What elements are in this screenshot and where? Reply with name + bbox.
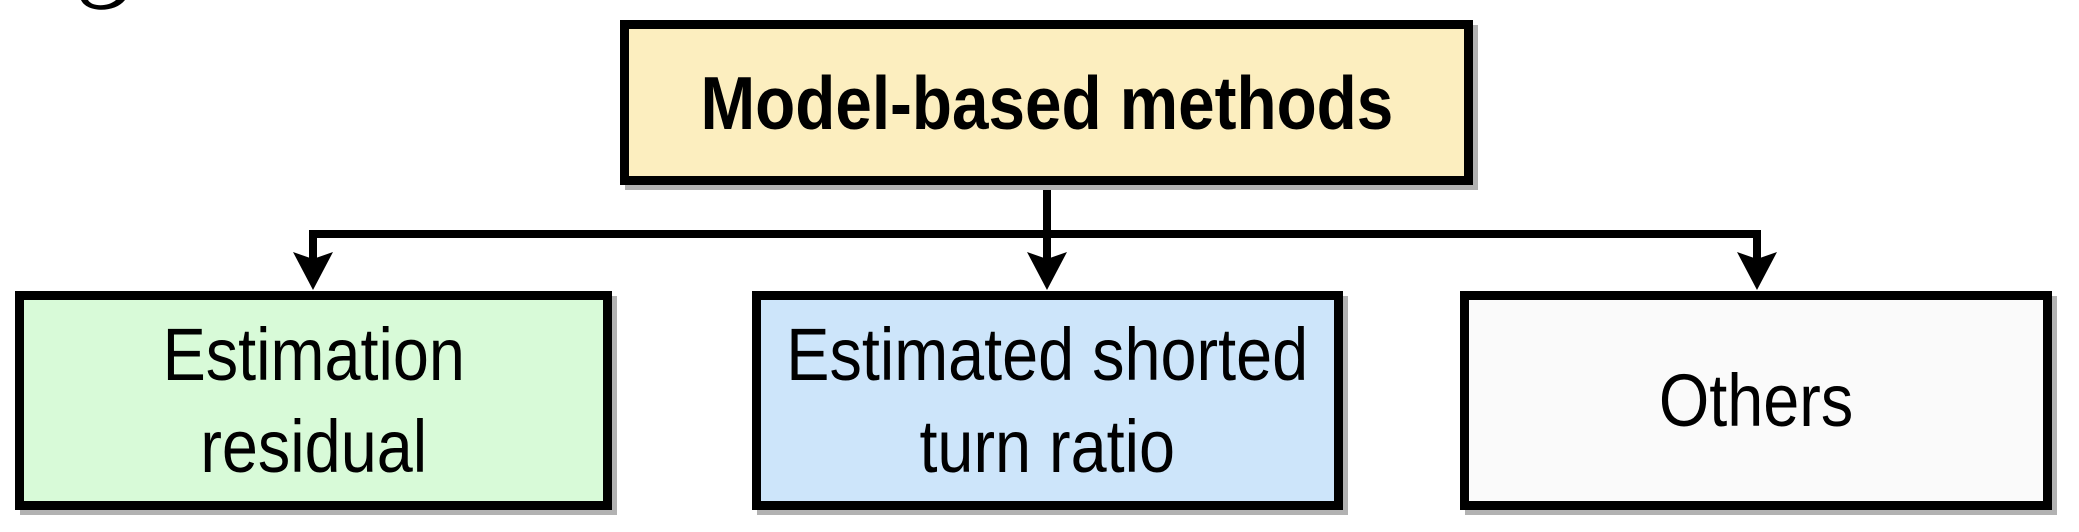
label-line: turn ratio	[919, 404, 1176, 488]
label-line: residual	[200, 404, 427, 488]
arrowhead-right	[1737, 252, 1777, 290]
arrowhead-left	[293, 252, 333, 290]
cropped-letter-fragment	[81, 0, 125, 10]
node-others: Others	[1460, 291, 2052, 510]
node-estimated-shorted-turn-ratio: Estimated shorted turn ratio	[752, 291, 1343, 510]
label-line: Estimated shorted	[786, 312, 1309, 396]
node-estimation-residual: Estimation residual	[15, 291, 612, 510]
node-label-model-based-methods: Model-based methods	[700, 60, 1393, 145]
node-label-others: Others	[1659, 355, 1853, 447]
node-label-estimated-shorted-turn-ratio: Estimated shorted turn ratio	[787, 309, 1309, 493]
node-label-estimation-residual: Estimation residual	[162, 309, 464, 493]
label-line: Others	[1658, 358, 1854, 442]
node-model-based-methods: Model-based methods	[620, 20, 1473, 185]
label-line: Estimation	[162, 312, 465, 396]
arrowhead-middle	[1027, 252, 1067, 290]
